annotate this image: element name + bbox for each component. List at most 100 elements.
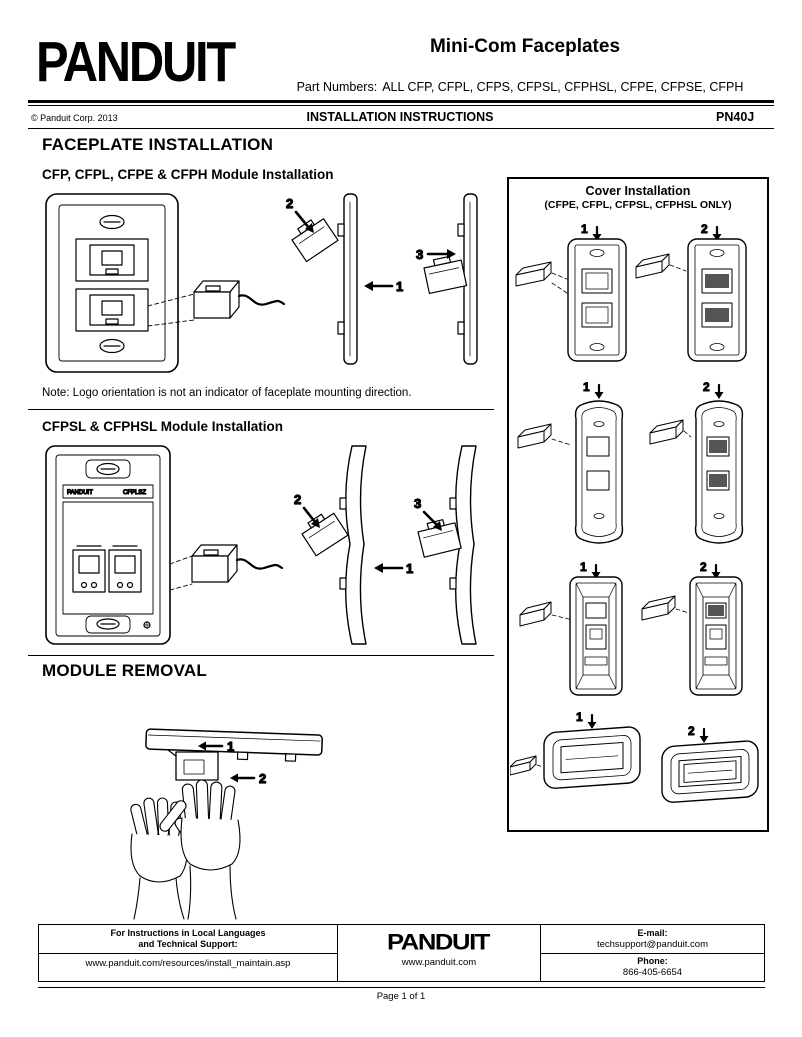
brand-wordmark: PANDUIT xyxy=(36,30,236,88)
mini-faceplate-wave xyxy=(574,400,624,544)
part-numbers-line: Part Numbers:ALL CFP, CFPL, CFPS, CFPSL,… xyxy=(280,80,760,94)
step-number: 2 xyxy=(286,196,293,211)
divider xyxy=(39,953,337,954)
page-number: Page 1 of 1 xyxy=(376,991,426,1002)
curved-faceplate-side-profile xyxy=(345,445,367,645)
figure-flat-module-installation: 2 1 xyxy=(45,193,478,373)
cover-row-wave: 1 2 xyxy=(517,380,744,544)
mini-faceplate-sloped-covered xyxy=(689,576,743,696)
document-type: INSTALLATION INSTRUCTIONS xyxy=(306,110,494,124)
cover-installation-box: Cover Installation (CFPE, CFPL, CFPSL, C… xyxy=(507,177,769,832)
step-number: 2 xyxy=(703,380,710,394)
footer-box: For Instructions in Local Languages and … xyxy=(38,924,765,982)
step-label-1: 1 xyxy=(576,710,597,729)
cover-slab xyxy=(515,261,552,287)
seated-module xyxy=(423,255,468,295)
divider xyxy=(38,987,765,988)
mini-faceplate-flat xyxy=(567,238,627,362)
tilted-module xyxy=(301,512,349,557)
cover-row-frame: 1 2 xyxy=(510,710,759,803)
step-label-2: 2 xyxy=(701,222,722,241)
step-label-1: 1 xyxy=(583,380,604,399)
step-number: 3 xyxy=(414,496,421,511)
footer-contact-cell: E-mail: techsupport@panduit.com Phone: 8… xyxy=(541,925,764,981)
divider xyxy=(28,655,494,656)
step-label-1: 1 xyxy=(581,222,602,241)
brand-wordmark: PANDUIT xyxy=(387,931,491,955)
step-number: 2 xyxy=(259,771,266,786)
module-with-cable xyxy=(193,280,286,319)
module-with-cable xyxy=(191,544,284,583)
cover-slab xyxy=(641,595,676,621)
figure-sloped-module-installation: PANDUIT CFPLSZ xyxy=(45,445,477,645)
faceplate-edge-view xyxy=(145,728,323,762)
panduit-logo-small: PANDUIT xyxy=(387,931,491,955)
step-number: 1 xyxy=(580,560,587,574)
install-maintain-url[interactable]: www.panduit.com/resources/install_mainta… xyxy=(85,958,291,969)
curved-faceplate-side-profile xyxy=(455,445,477,645)
divider xyxy=(28,409,494,410)
copyright: © Panduit Corp. 2013 xyxy=(31,113,118,123)
mini-frame-faceplate-covered xyxy=(661,740,759,803)
cable xyxy=(237,294,286,306)
arrow-step-1: 1 xyxy=(364,278,404,295)
arrow-step-2: 2 xyxy=(293,491,320,528)
mini-faceplate-flat-covered xyxy=(687,238,747,362)
faceplate-front-view xyxy=(45,193,179,373)
step-number: 2 xyxy=(700,560,707,574)
panduit-logo: PANDUIT xyxy=(36,30,238,94)
footer-brand-cell: PANDUIT www.panduit.com xyxy=(338,925,541,981)
step-number: 1 xyxy=(227,739,234,754)
step-label-2: 2 xyxy=(703,380,724,399)
phone-label: Phone: xyxy=(637,956,668,966)
leader-lines xyxy=(147,293,195,327)
panduit-site-url[interactable]: www.panduit.com xyxy=(401,957,477,968)
orientation-note: Note: Logo orientation is not an indicat… xyxy=(42,387,412,399)
cover-slab xyxy=(510,755,537,776)
step-label-1: 1 xyxy=(580,560,601,579)
tilted-module xyxy=(291,218,339,263)
support-phone: 866-405-6654 xyxy=(622,967,683,978)
support-email[interactable]: techsupport@panduit.com xyxy=(596,939,709,950)
step-number: 2 xyxy=(294,492,301,507)
panduit-logo-graphic: PANDUIT xyxy=(36,30,238,94)
cover-slab xyxy=(517,423,552,449)
insertion-side-view-a: 2 1 xyxy=(293,445,414,645)
insertion-side-view-a: 2 1 xyxy=(285,193,404,365)
faceplate-side-profile xyxy=(337,193,358,365)
sloped-faceplate-front-view: PANDUIT CFPLSZ xyxy=(45,445,171,645)
divider xyxy=(541,953,764,954)
support-line-1: For Instructions in Local Languages xyxy=(110,928,266,938)
step-number: 1 xyxy=(581,222,588,236)
support-line-2: and Technical Support: xyxy=(138,939,238,949)
part-numbers-value: ALL CFP, CFPL, CFPS, CFPSL, CFPHSL, CFPE… xyxy=(382,80,744,94)
cover-row-sloped: 1 xyxy=(519,560,743,696)
flat-module-heading: CFP, CFPL, CFPE & CFPH Module Installati… xyxy=(42,167,334,182)
hand-right xyxy=(159,779,241,920)
mini-frame-faceplate xyxy=(543,726,641,789)
arrow-step-3: 3 xyxy=(415,246,456,263)
faceplate-installation-heading: FACEPLATE INSTALLATION xyxy=(42,135,274,154)
mini-faceplate-wave-covered xyxy=(694,400,744,544)
step-number: 1 xyxy=(576,710,583,724)
cover-slab xyxy=(635,253,670,279)
step-number: 2 xyxy=(688,724,695,738)
arrow-step-2: 2 xyxy=(230,770,267,787)
arrow-step-2: 2 xyxy=(285,195,314,233)
arrow-step-1: 1 xyxy=(374,560,414,577)
figure-module-removal: 1 2 xyxy=(130,728,323,920)
cover-box-subtitle: (CFPE, CFPL, CFPSL, CFPHSL ONLY) xyxy=(544,199,732,211)
step-number: 1 xyxy=(583,380,590,394)
cable xyxy=(235,558,284,570)
header-divider xyxy=(28,100,774,106)
divider xyxy=(28,128,774,129)
document-title: Mini-Com Faceplates xyxy=(429,36,621,57)
email-label: E-mail: xyxy=(637,928,668,938)
step-number: 1 xyxy=(396,279,403,294)
cover-slab xyxy=(519,601,552,627)
faceplate-brand-print: PANDUIT xyxy=(67,490,93,496)
sloped-module-heading: CFPSL & CFPHSL Module Installation xyxy=(42,419,284,434)
step-label-2: 2 xyxy=(700,560,721,579)
insertion-side-view-b: 3 xyxy=(413,445,477,645)
